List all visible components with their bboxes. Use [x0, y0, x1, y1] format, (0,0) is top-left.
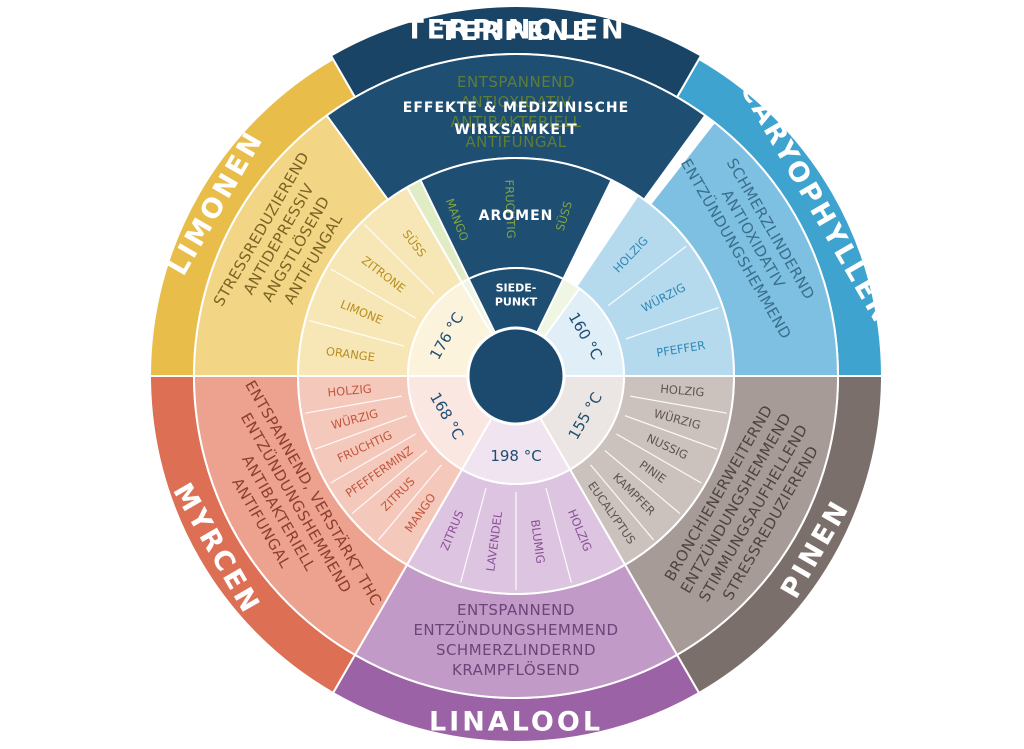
- terpene-header: TERPENE: [440, 17, 593, 47]
- wheel-hub: [466, 326, 566, 426]
- linalool-boiling-point: 198 °C: [490, 447, 541, 465]
- linalool-aroma-divider: [460, 487, 487, 583]
- myrcen-aroma-divider: [351, 450, 428, 515]
- limonen-aroma: ORANGE: [325, 344, 376, 364]
- sector-linalool: [331, 416, 701, 743]
- terpinolen-effect: ANTIBAKTERIELL: [451, 113, 582, 131]
- pinen-aroma-divider: [624, 415, 718, 450]
- terpinolen-effect: ANTIFUNGAL: [465, 133, 566, 151]
- linalool-effect: ENTSPANNEND: [457, 601, 575, 619]
- terpinolen-boiling-point: 186 °C: [490, 287, 541, 305]
- pinen-aroma: HOLZIG: [660, 382, 705, 400]
- linalool-aroma-divider: [545, 487, 572, 583]
- sector-limonen: [148, 57, 494, 377]
- caryophyllen-aroma-divider: [607, 245, 687, 307]
- linalool-effect: SCHMERZLINDERND: [436, 641, 596, 659]
- effects-header-2: WIRKSAMKEIT: [454, 122, 577, 138]
- linalool-effect: KRAMPFLÖSEND: [452, 660, 580, 679]
- caryophyllen-aroma-divider: [625, 306, 719, 340]
- pinen-aroma-divider: [616, 433, 702, 484]
- effects-header: EFFEKTE & MEDIZINISCHE: [403, 100, 629, 116]
- linalool-aroma: BLUMIG: [528, 519, 548, 565]
- myrcen-aroma-divider: [314, 415, 408, 450]
- limonen-aroma-divider: [309, 320, 405, 347]
- pinen-aroma-divider: [630, 395, 727, 414]
- myrcen-aroma-divider: [377, 464, 442, 541]
- myrcen-aroma-divider: [305, 395, 402, 414]
- terpinolen-effect: ANTIOXIDATIV: [461, 93, 572, 111]
- linalool-effect: ENTZÜNDUNGSHEMMEND: [413, 620, 618, 639]
- myrcen-aroma-divider: [330, 433, 416, 484]
- boiling-point-header-2: PUNKT: [495, 296, 538, 309]
- aromas-header: AROMEN: [479, 208, 554, 224]
- terpinolen-effect: ENTSPANNEND: [457, 73, 575, 91]
- terpinolen-title: TERPINOLEN: [405, 15, 626, 46]
- linalool-title: LINALOOL: [429, 707, 603, 738]
- boiling-point-header: SIEDE-: [496, 282, 537, 295]
- limonen-aroma-divider: [364, 224, 435, 295]
- pinen-aroma-divider: [604, 450, 681, 515]
- sector-caryophyllen: [534, 57, 884, 377]
- limonen-aroma-divider: [330, 268, 416, 319]
- myrcen-aroma: HOLZIG: [327, 382, 372, 400]
- pinen-aroma-divider: [590, 464, 655, 541]
- terpinolen-aroma: FRUCHTIG: [502, 179, 518, 238]
